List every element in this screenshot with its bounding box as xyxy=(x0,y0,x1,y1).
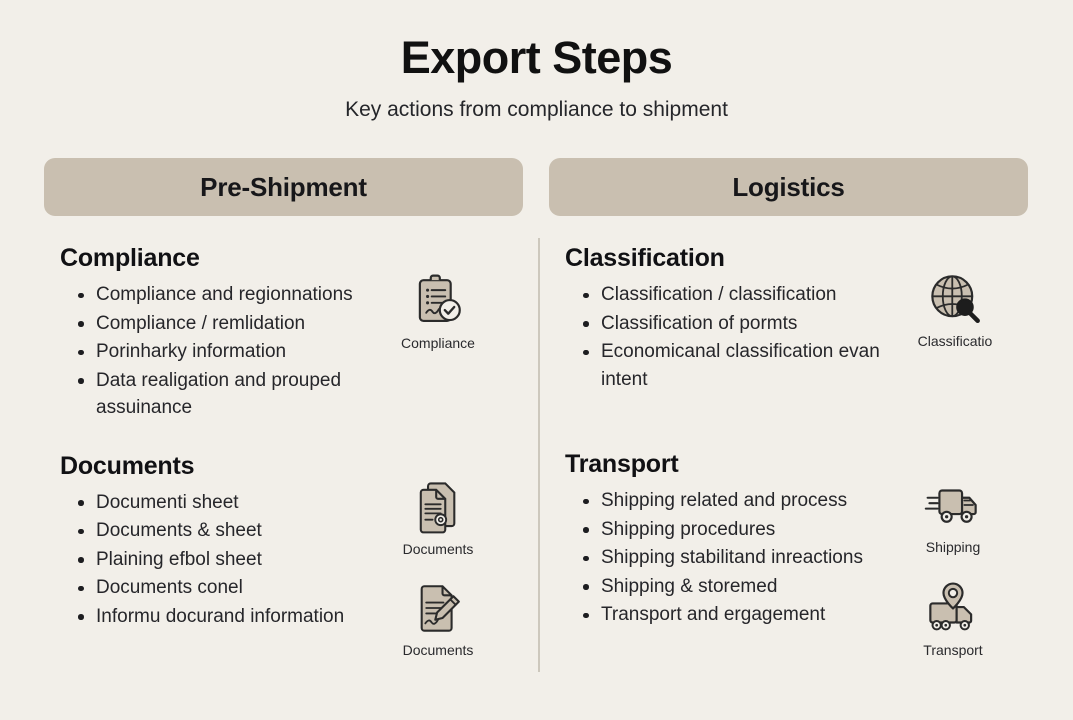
icon-block-classification: Classificatio xyxy=(917,270,993,349)
column-pre-shipment: Pre-Shipment Compliance Compliance and r… xyxy=(44,158,523,658)
page-subtitle: Key actions from compliance to shipment xyxy=(345,98,728,122)
icon-stack-compliance: Compliance xyxy=(373,272,503,351)
column-header-logistics: Logistics xyxy=(549,158,1028,216)
list-item: Compliance and regionnations xyxy=(78,281,408,309)
list-item: Compliance / remlidation xyxy=(78,310,408,338)
icon-stack-documents: Documents Documents xyxy=(373,478,503,658)
documents-stack-icon xyxy=(419,481,456,533)
document-pencil-icon xyxy=(420,584,460,632)
bullet-list-classification: Classification / classification Classifi… xyxy=(549,281,913,393)
list-item: Data realigation and prouped assuinance xyxy=(78,367,408,422)
column-title-label: Logistics xyxy=(732,171,845,202)
bullet-list-transport: Shipping related and process Shipping pr… xyxy=(549,487,913,629)
list-item: Shipping procedures xyxy=(583,516,913,544)
list-item: Documents conel xyxy=(78,574,408,602)
delivery-truck-icon xyxy=(924,489,977,523)
icon-block-shipping: Shipping xyxy=(924,476,982,555)
bullet-list-documents: Documenti sheet Documents & sheet Plaini… xyxy=(44,489,408,631)
section-heading-classification: Classification xyxy=(565,244,725,272)
list-item: Informu docurand information xyxy=(78,603,408,631)
list-item: Plaining efbol sheet xyxy=(78,546,408,574)
icon-block-compliance: Compliance xyxy=(401,272,475,351)
list-item: Porinharky information xyxy=(78,338,408,366)
truck-location-icon xyxy=(929,582,973,631)
section-heading-transport: Transport xyxy=(565,450,679,478)
slide-header: Export Steps Key actions from compliance… xyxy=(0,0,1073,122)
clipboard-check-icon xyxy=(418,274,461,323)
icon-caption: Transport xyxy=(923,642,983,658)
bullet-list-compliance: Compliance and regionnations Compliance … xyxy=(44,281,408,422)
icon-caption: Compliance xyxy=(401,335,475,351)
column-logistics: Logistics Classification Classification … xyxy=(549,158,1028,658)
list-item: Shipping related and process xyxy=(583,487,913,515)
icon-caption: Classificatio xyxy=(917,333,993,349)
icon-block-documents-stack: Documents xyxy=(402,478,474,557)
page-title: Export Steps xyxy=(400,32,673,83)
icon-caption: Documents xyxy=(402,641,474,658)
section-heading-compliance: Compliance xyxy=(60,244,200,272)
globe-search-icon xyxy=(931,275,980,324)
icon-block-transport: Transport xyxy=(923,579,983,658)
list-item: Classification / classification xyxy=(583,281,913,309)
column-divider xyxy=(538,238,540,672)
icon-stack-transport: Shipping xyxy=(888,476,1018,658)
list-item: Shipping stabilitand inreactions xyxy=(583,544,913,572)
section-heading-documents: Documents xyxy=(60,451,195,480)
column-header-pre-shipment: Pre-Shipment xyxy=(44,158,523,216)
list-item: Economicanal classification evan intent xyxy=(583,338,913,393)
list-item: Transport and ergagement xyxy=(583,601,913,629)
column-title-label: Pre-Shipment xyxy=(200,171,367,202)
icon-caption: Documents xyxy=(402,540,474,557)
list-item: Documents & sheet xyxy=(78,517,408,545)
icon-block-document-pencil: Documents xyxy=(402,579,474,658)
icon-stack-classification: Classificatio xyxy=(890,270,1020,349)
section-documents: Documents Documenti sheet Documents & sh… xyxy=(44,451,523,658)
section-compliance: Compliance Compliance and regionnations … xyxy=(44,244,523,422)
section-classification: Classification Classification / classifi… xyxy=(549,244,1028,420)
icon-caption: Shipping xyxy=(925,539,981,555)
list-item: Classification of pormts xyxy=(583,310,913,338)
section-transport: Transport Shipping related and process S… xyxy=(549,450,1028,658)
list-item: Documenti sheet xyxy=(78,489,408,517)
columns-container: Pre-Shipment Compliance Compliance and r… xyxy=(44,158,1029,658)
list-item: Shipping & storemed xyxy=(583,573,913,601)
